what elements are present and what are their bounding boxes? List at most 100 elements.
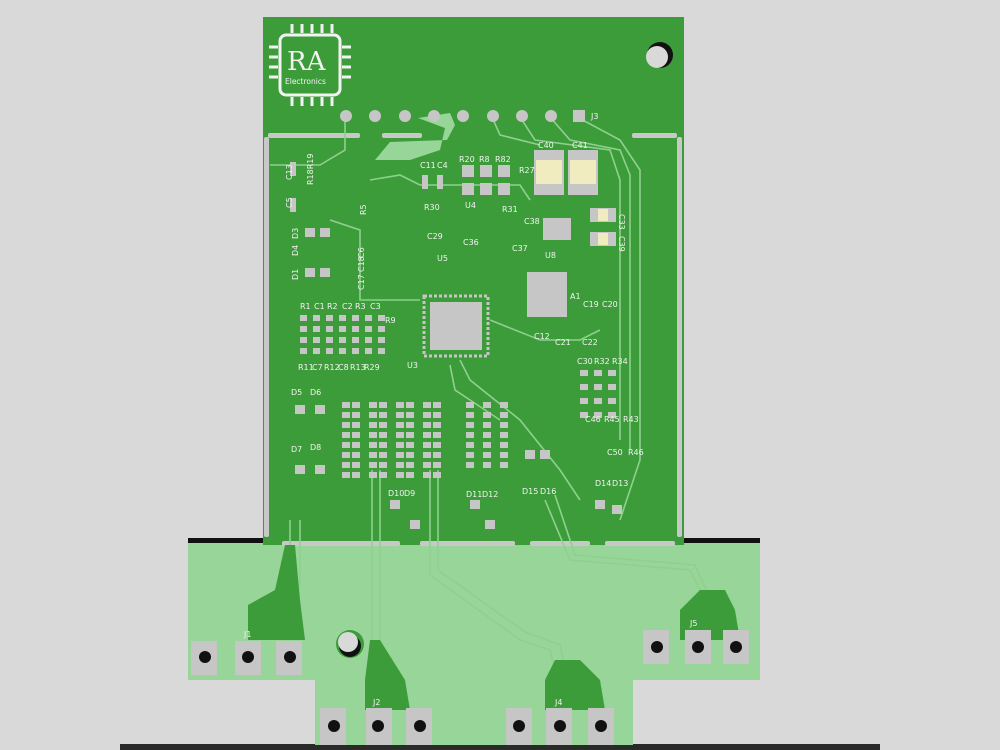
label-r46: R46 [628, 448, 644, 457]
label-r8: R8 [479, 155, 490, 164]
label-d8: D8 [310, 443, 321, 452]
label-c7: C7 [312, 363, 323, 372]
smd-pad [378, 326, 385, 332]
label-r45: R45 [604, 415, 620, 424]
label-d9: D9 [404, 489, 415, 498]
smd-pad [396, 422, 404, 428]
smd-pad [500, 402, 508, 408]
smd-pad [500, 462, 508, 468]
label-c13: C13 [285, 164, 294, 180]
label-r3: R3 [355, 302, 366, 311]
smd-pad [365, 348, 372, 354]
label-c1: C1 [314, 302, 325, 311]
smd-pad [313, 337, 320, 343]
smd-pad [396, 462, 404, 468]
smd-pad [313, 315, 320, 321]
label-r32: R32 [594, 357, 610, 366]
smd-pad [339, 348, 346, 354]
label-c29: C29 [427, 232, 443, 241]
smd-pad [423, 472, 431, 478]
label-r34: R34 [612, 357, 628, 366]
label-a1: A1 [570, 292, 581, 301]
smd-pad [466, 462, 474, 468]
label-d6: D6 [310, 388, 321, 397]
smd-pad [466, 452, 474, 458]
smd-pad [500, 432, 508, 438]
smd-pad [339, 326, 346, 332]
smd-pad [608, 398, 616, 404]
smd-pad [369, 432, 377, 438]
smd-pad [396, 412, 404, 418]
label-c18: C18 [357, 256, 366, 272]
smd-pad [352, 402, 360, 408]
smd-pad [433, 412, 441, 418]
smd-pad [433, 402, 441, 408]
smd-pad [342, 402, 350, 408]
label-u8: U8 [545, 251, 556, 260]
smd-pad [406, 442, 414, 448]
label-d1: D1 [291, 269, 300, 280]
connector-j2[interactable] [320, 708, 432, 745]
label-d10: D10 [388, 489, 404, 498]
connector-j1[interactable] [191, 641, 302, 675]
ra-electronics-logo: RA Electronics [269, 24, 351, 106]
smd-pad [433, 472, 441, 478]
smd-pad [326, 315, 333, 321]
smd-pad [369, 412, 377, 418]
label-c6: C6 [357, 247, 366, 258]
smd-pad [483, 442, 491, 448]
ic-u3[interactable] [422, 294, 490, 358]
smd-pad [433, 432, 441, 438]
smd-pad [483, 462, 491, 468]
label-c40: C40 [538, 141, 554, 150]
smd-pad [295, 465, 305, 474]
label-r43: R43 [623, 415, 639, 424]
header-j3[interactable] [340, 110, 585, 122]
smd-pad [295, 405, 305, 414]
smd-pad [433, 452, 441, 458]
smd-pad [480, 165, 492, 177]
smd-pad [466, 422, 474, 428]
smd-pad [369, 452, 377, 458]
smd-pad [608, 412, 616, 418]
smd-pad [396, 432, 404, 438]
smd-pad [342, 432, 350, 438]
label-r18-r19: R18R19 [306, 154, 315, 185]
label-j4: J4 [554, 698, 562, 707]
smd-pad [379, 442, 387, 448]
smd-pad [326, 348, 333, 354]
smd-pad [594, 398, 602, 404]
label-c11: C11 [420, 161, 436, 170]
smd-pad [352, 442, 360, 448]
smd-pad [480, 183, 492, 195]
smd-pad [369, 402, 377, 408]
smd-pad [378, 337, 385, 343]
smd-pad [290, 198, 296, 212]
smd-pad [594, 384, 602, 390]
label-r1: R1 [300, 302, 311, 311]
smd-pad [352, 462, 360, 468]
smd-pad [500, 442, 508, 448]
smd-pad [406, 402, 414, 408]
smd-pad [466, 402, 474, 408]
label-r12: R12 [324, 363, 340, 372]
label-r27: R27 [519, 166, 535, 175]
smd-pad [315, 405, 325, 414]
label-c50: C50 [607, 448, 623, 457]
label-c22: C22 [582, 338, 598, 347]
smd-pad [378, 315, 385, 321]
smd-pad [483, 402, 491, 408]
smd-pad [423, 462, 431, 468]
smd-pad [466, 412, 474, 418]
label-c12: C12 [534, 332, 550, 341]
connector-j4[interactable] [506, 708, 614, 745]
smd-pad [498, 165, 510, 177]
smd-pad [320, 228, 330, 237]
smd-pad [580, 398, 588, 404]
connector-j5[interactable] [643, 630, 749, 664]
smd-pad [379, 402, 387, 408]
smd-pad [300, 315, 307, 321]
smd-pad [423, 442, 431, 448]
capacitor-c40-c41 [534, 150, 616, 246]
smd-pad [342, 412, 350, 418]
